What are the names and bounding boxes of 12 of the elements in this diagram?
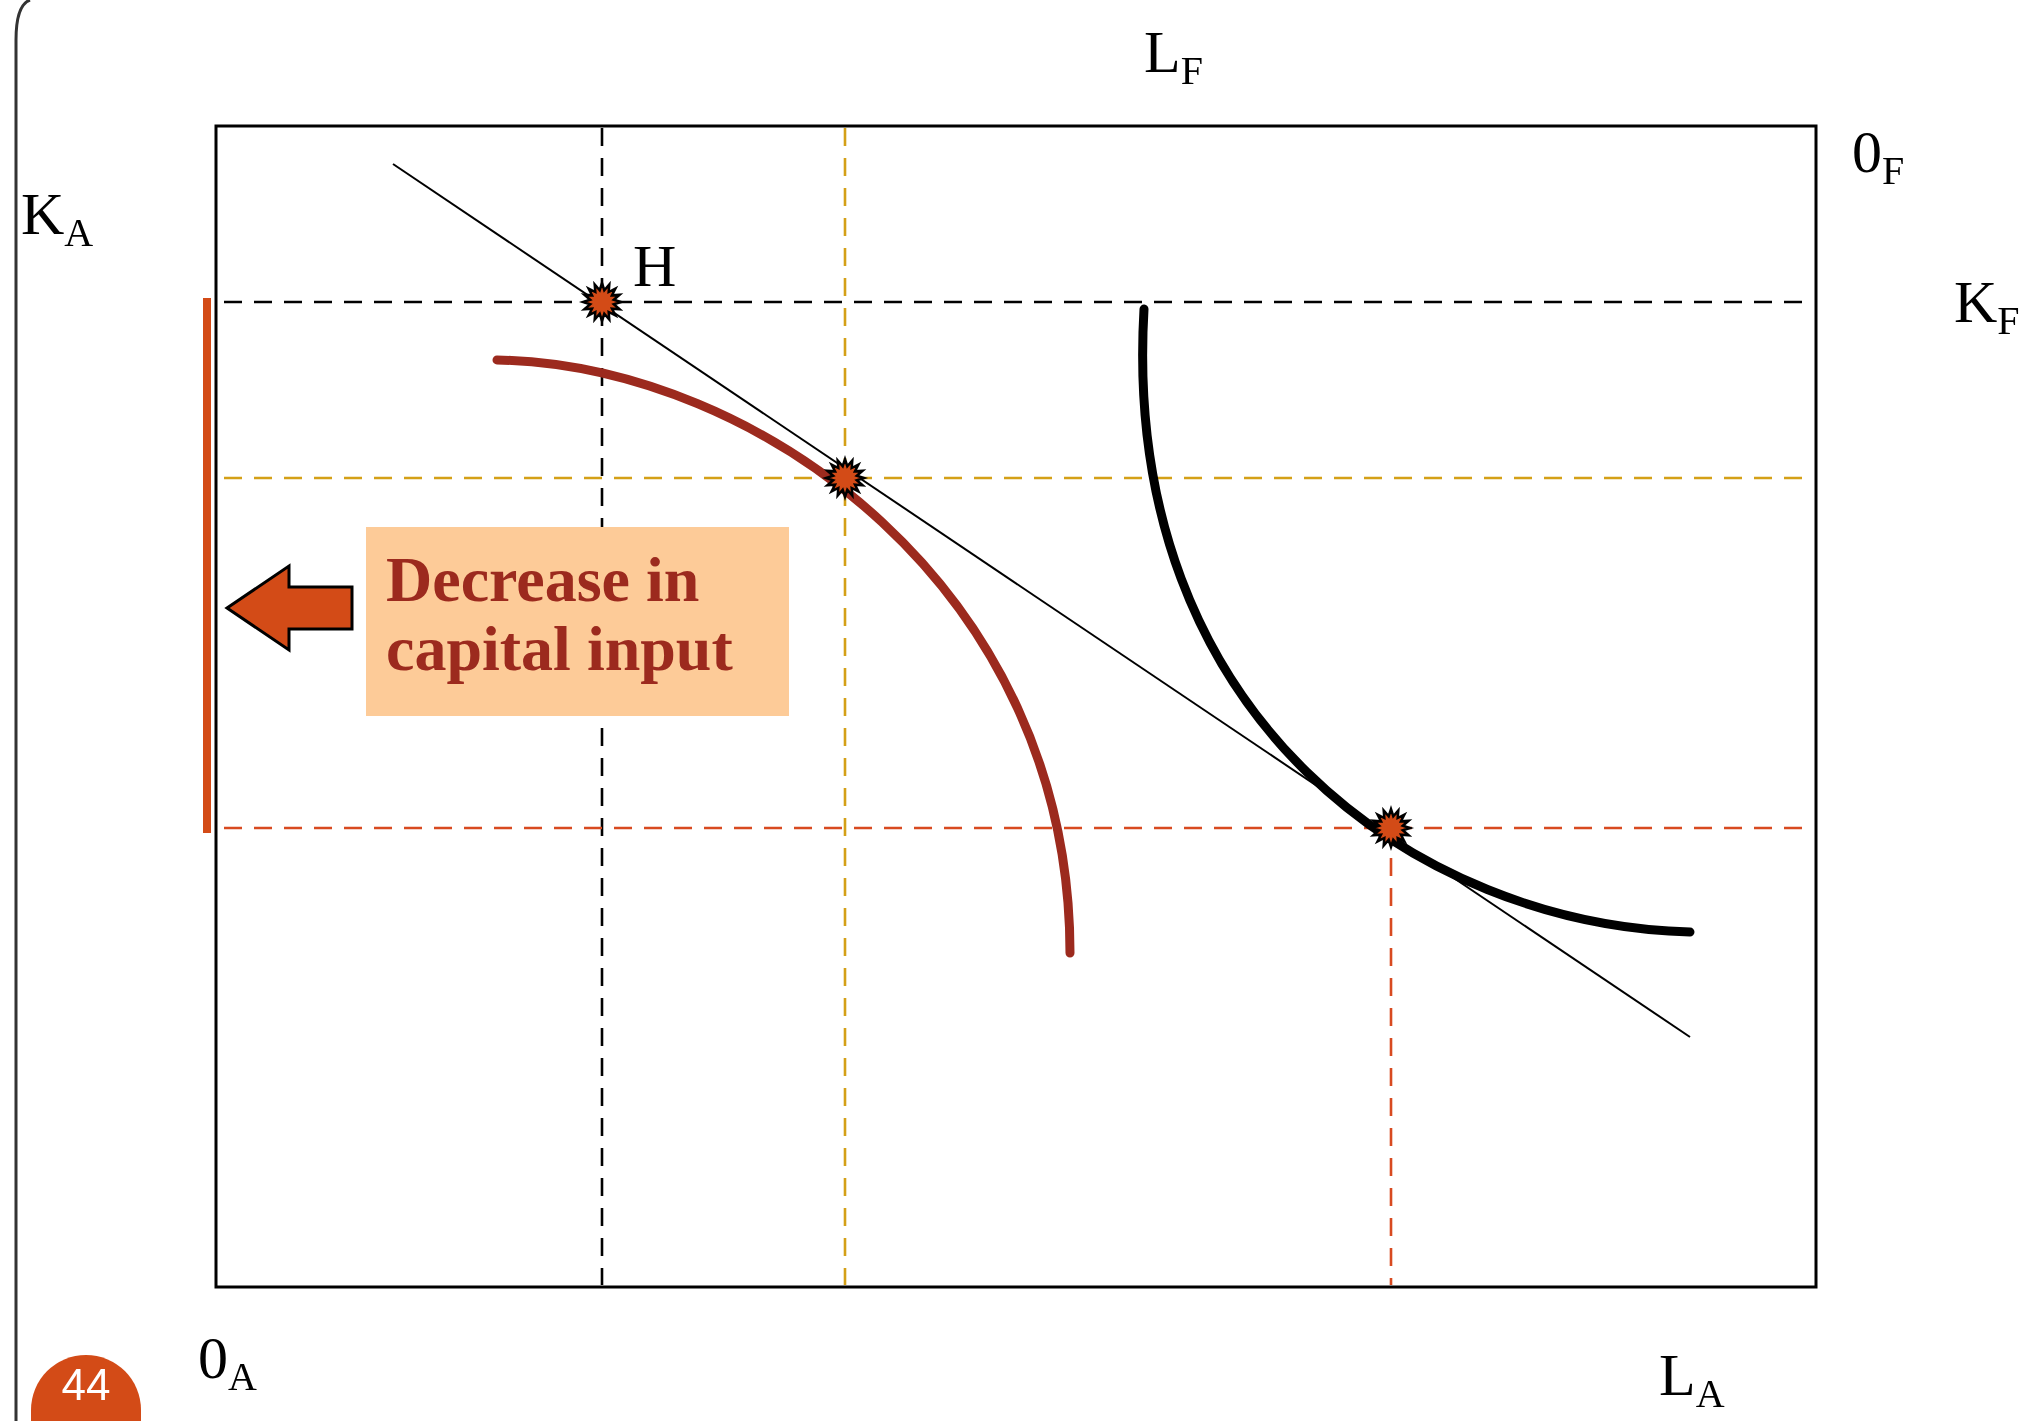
point-label: H [633,236,677,296]
annotation-text: Decrease in capital input [386,545,734,684]
callout-box [366,527,789,716]
highlight-bar [203,298,211,833]
axis-label: K$_{A}$ [21,184,94,253]
axis-label: L$_{A}$ [1659,1345,1725,1414]
origin-label: 0$_{A}$ [198,1328,257,1397]
block-arrow [224,563,354,653]
axis-label: K$_{F}$ [1954,272,2020,341]
origin-label: 0$_{F}$ [1852,122,1905,191]
page-number: 44 [31,1355,141,1421]
axis-label: L$_{F}$ [1144,22,1203,91]
